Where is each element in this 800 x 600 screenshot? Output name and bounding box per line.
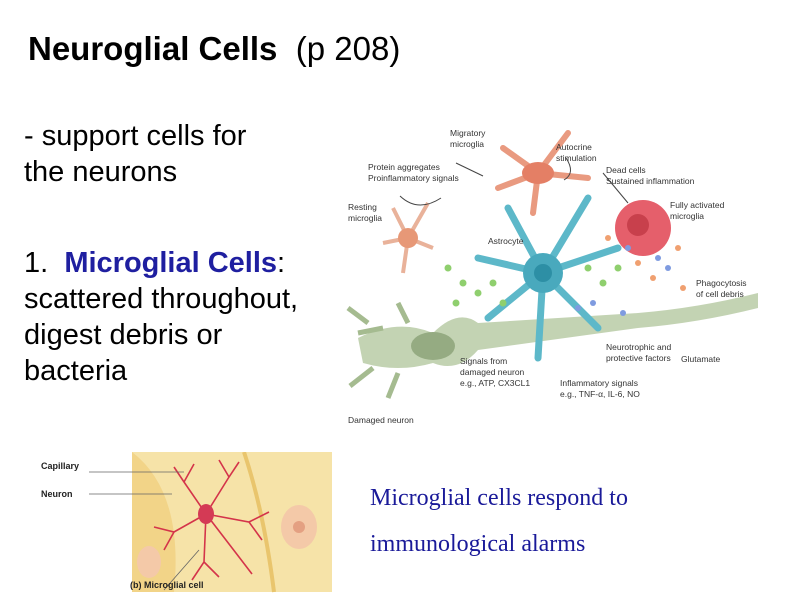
- label-protective: protective factors: [606, 353, 671, 363]
- microglial-cell-shape: [153, 459, 270, 581]
- bullet-microglial: 1. Microglial Cells: scattered throughou…: [24, 245, 324, 389]
- label-dead-cells: Dead cells: [606, 165, 646, 175]
- label-microglial-cell: (b) Microglial cell: [130, 580, 204, 590]
- activated-microglia-shape: [615, 200, 671, 256]
- damaged-neuron-shape: [346, 293, 758, 399]
- label-autocrine: Autocrine: [556, 142, 592, 152]
- bullet-number: 1.: [24, 247, 49, 279]
- intro-text: - support cells for the neurons: [24, 120, 247, 188]
- term-microglial-cells: Microglial Cells: [64, 247, 278, 279]
- label-microglia-resting: microglia: [348, 213, 382, 223]
- migratory-microglia-shape: [495, 130, 591, 216]
- label-microglia-migratory: microglia: [450, 139, 484, 149]
- label-sustained: Sustained inflammation: [606, 176, 695, 186]
- resting-microglia-shape: [382, 202, 434, 274]
- label-signals-from: Signals from: [460, 356, 507, 366]
- label-inflammatory: Inflammatory signals: [560, 378, 638, 388]
- signal-dots: [444, 264, 622, 307]
- label-neurotrophic: Neurotrophic and: [606, 342, 671, 352]
- label-resting: Resting: [348, 202, 377, 212]
- microglia-activation-diagram: Migratory microglia Autocrine stimulatio…: [346, 128, 758, 425]
- slide-title-main: Neuroglial Cells: [28, 30, 278, 67]
- label-migratory: Migratory: [450, 128, 486, 138]
- label-neuron: Neuron: [41, 489, 73, 499]
- label-glutamate: Glutamate: [681, 354, 720, 364]
- bullet-description: : scattered throughout, digest debris or…: [24, 247, 299, 387]
- label-phagocytosis: Phagocytosis: [696, 278, 747, 288]
- label-tnf: e.g., TNF-α, IL-6, NO: [560, 389, 640, 399]
- label-atp: e.g., ATP, CX3CL1: [460, 378, 530, 388]
- label-microglia-activated: microglia: [670, 211, 704, 221]
- slide-title-page-ref: (p 208): [295, 30, 401, 67]
- label-capillary: Capillary: [41, 461, 79, 471]
- label-fully-activated: Fully activated: [670, 200, 725, 210]
- slide-title: Neuroglial Cells (p 208): [28, 30, 400, 68]
- figure-caption: Microglial cells respond to immunologica…: [370, 485, 628, 557]
- label-astrocyte: Astrocyte: [488, 236, 524, 246]
- label-cell-debris: of cell debris: [696, 289, 744, 299]
- label-damaged-neuron: Damaged neuron: [348, 415, 414, 425]
- label-stimulation: stimulation: [556, 153, 597, 163]
- astrocyte-shape: [474, 194, 622, 362]
- label-damaged-neuron-signal: damaged neuron: [460, 367, 525, 377]
- label-protein-aggregates: Protein aggregates: [368, 162, 440, 172]
- label-proinflammatory: Proinflammatory signals: [368, 173, 459, 183]
- microglial-cell-illustration: Capillary Neuron (b) Microglial cell: [41, 452, 332, 593]
